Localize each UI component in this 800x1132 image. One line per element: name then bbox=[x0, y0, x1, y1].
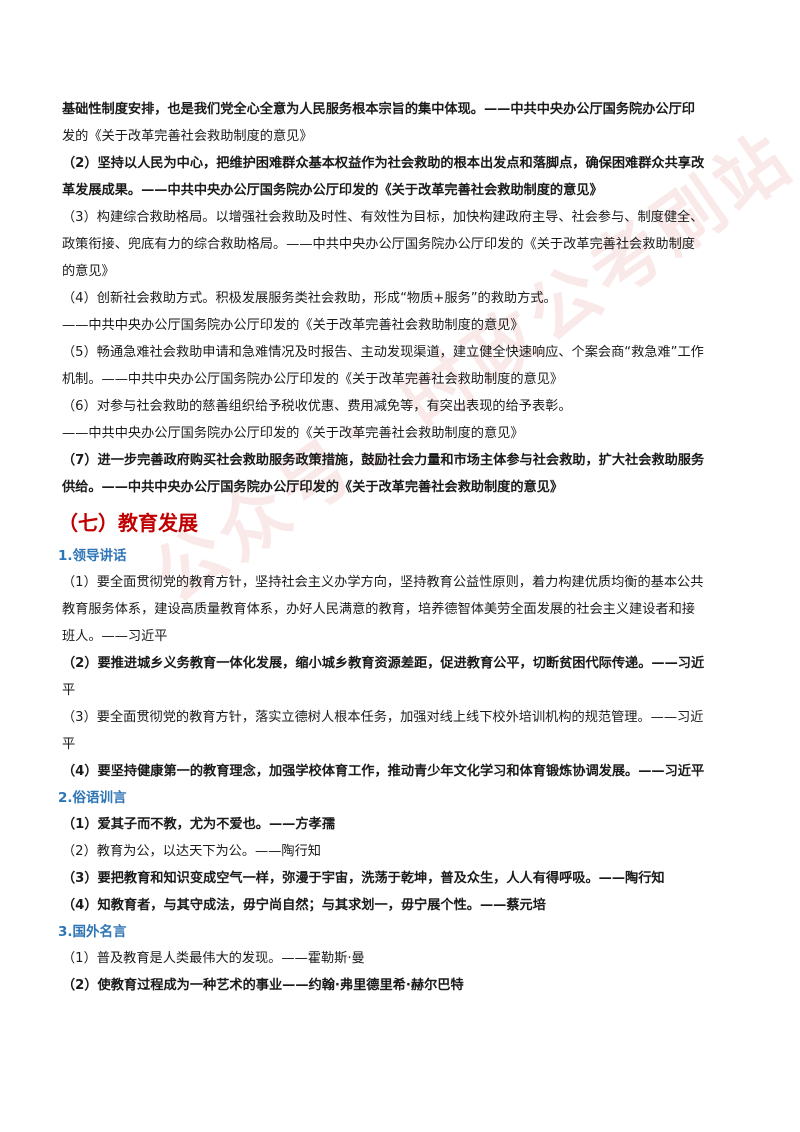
proverb-quotes: （1）爱其子而不教，尤为不爱也。——方孝孺 （2）教育为公，以达天下为公。——陶行… bbox=[58, 811, 746, 919]
text-line: （1）要全面贯彻党的教育方针，坚持社会主义办学方向，坚持教育公益性原则，着力构建… bbox=[62, 575, 704, 590]
text-line: （6）对参与社会救助的慈善组织给予税收优惠、费用减免等，有突出表现的给予表彰。 bbox=[62, 399, 572, 414]
text-line: （2）教育为公，以达天下为公。——陶行知 bbox=[62, 844, 321, 859]
text-line: （1）普及教育是人类最伟大的发现。——霍勒斯·曼 bbox=[62, 951, 365, 966]
text-line: 基础性制度安排，也是我们党全心全意为人民服务根本宗旨的集中体现。——中共中央办公… bbox=[62, 102, 695, 117]
section-title: （七）教育发展 bbox=[58, 511, 198, 535]
text-line: （3）要全面贯彻党的教育方针，落实立德树人根本任务，加强对线上线下校外培训机构的… bbox=[62, 710, 704, 725]
text-line: 发的《关于改革完善社会救助制度的意见》 bbox=[62, 129, 313, 144]
document-content: 基础性制度安排，也是我们党全心全意为人民服务根本宗旨的集中体现。——中共中央办公… bbox=[58, 96, 746, 999]
text-line: 供给。——中共中央办公厅国务院办公厅印发的《关于改革完善社会救助制度的意见》 bbox=[62, 480, 564, 495]
text-line: 政策衔接、兜底有力的综合救助格局。——中共中央办公厅国务院办公厅印发的《关于改革… bbox=[62, 237, 695, 252]
text-line: （2）坚持以人民为中心，把维护困难群众基本权益作为社会救助的根本出发点和落脚点，… bbox=[62, 156, 705, 171]
text-line: 教育服务体系，建设高质量教育体系，办好人民满意的教育，培养德智体美劳全面发展的社… bbox=[62, 602, 695, 617]
text-line: 平 bbox=[62, 683, 76, 698]
subsection-title-proverbs: 2.俗语训言 bbox=[58, 790, 127, 806]
policy-quotes: 基础性制度安排，也是我们党全心全意为人民服务根本宗旨的集中体现。——中共中央办公… bbox=[58, 96, 746, 501]
text-line: （1）爱其子而不教，尤为不爱也。——方孝孺 bbox=[62, 817, 335, 832]
text-line: （2）使教育过程成为一种艺术的事业——约翰·弗里德里希·赫尔巴特 bbox=[62, 978, 464, 993]
text-line: ——中共中央办公厅国务院办公厅印发的《关于改革完善社会救助制度的意见》 bbox=[62, 318, 524, 333]
text-line: （3）构建综合救助格局。以增强社会救助及时性、有效性为目标，加快构建政府主导、社… bbox=[62, 210, 704, 225]
text-line: （3）要把教育和知识变成空气一样，弥漫于宇宙，洗荡于乾坤，普及众生，人人有得呼吸… bbox=[62, 871, 665, 886]
leader-quotes: （1）要全面贯彻党的教育方针，坚持社会主义办学方向，坚持教育公益性原则，着力构建… bbox=[58, 569, 746, 785]
text-line: （7）进一步完善政府购买社会救助服务政策措施，鼓励社会力量和市场主体参与社会救助… bbox=[62, 453, 705, 468]
text-line: 平 bbox=[62, 737, 76, 752]
text-line: （5）畅通急难社会救助申请和急难情况及时报告、主动发现渠道，建立健全快速响应、个… bbox=[62, 345, 704, 360]
text-line: （4）要坚持健康第一的教育理念，加强学校体育工作，推动青少年文化学习和体育锻炼协… bbox=[62, 764, 705, 779]
text-line: 的意见》 bbox=[62, 264, 115, 279]
subsection-title-foreign: 3.国外名言 bbox=[58, 924, 127, 940]
text-line: 班人。——习近平 bbox=[62, 629, 168, 644]
subsection-title-leaders: 1.领导讲话 bbox=[58, 548, 127, 564]
text-line: ——中共中央办公厅国务院办公厅印发的《关于改革完善社会救助制度的意见》 bbox=[62, 426, 524, 441]
text-line: 革发展成果。——中共中央办公厅国务院办公厅印发的《关于改革完善社会救助制度的意见… bbox=[62, 183, 603, 198]
text-line: 机制。——中共中央办公厅国务院办公厅印发的《关于改革完善社会救助制度的意见》 bbox=[62, 372, 564, 387]
foreign-quotes: （1）普及教育是人类最伟大的发现。——霍勒斯·曼 （2）使教育过程成为一种艺术的事… bbox=[58, 945, 746, 999]
text-line: （4）知教育者，与其守成法，毋宁尚自然；与其求划一，毋宁展个性。——蔡元培 bbox=[62, 898, 546, 913]
text-line: （2）要推进城乡义务教育一体化发展，缩小城乡教育资源差距，促进教育公平，切断贫困… bbox=[62, 656, 705, 671]
text-line: （4）创新社会救助方式。积极发展服务类社会救助，形成“物质+服务”的救助方式。 bbox=[62, 291, 557, 306]
